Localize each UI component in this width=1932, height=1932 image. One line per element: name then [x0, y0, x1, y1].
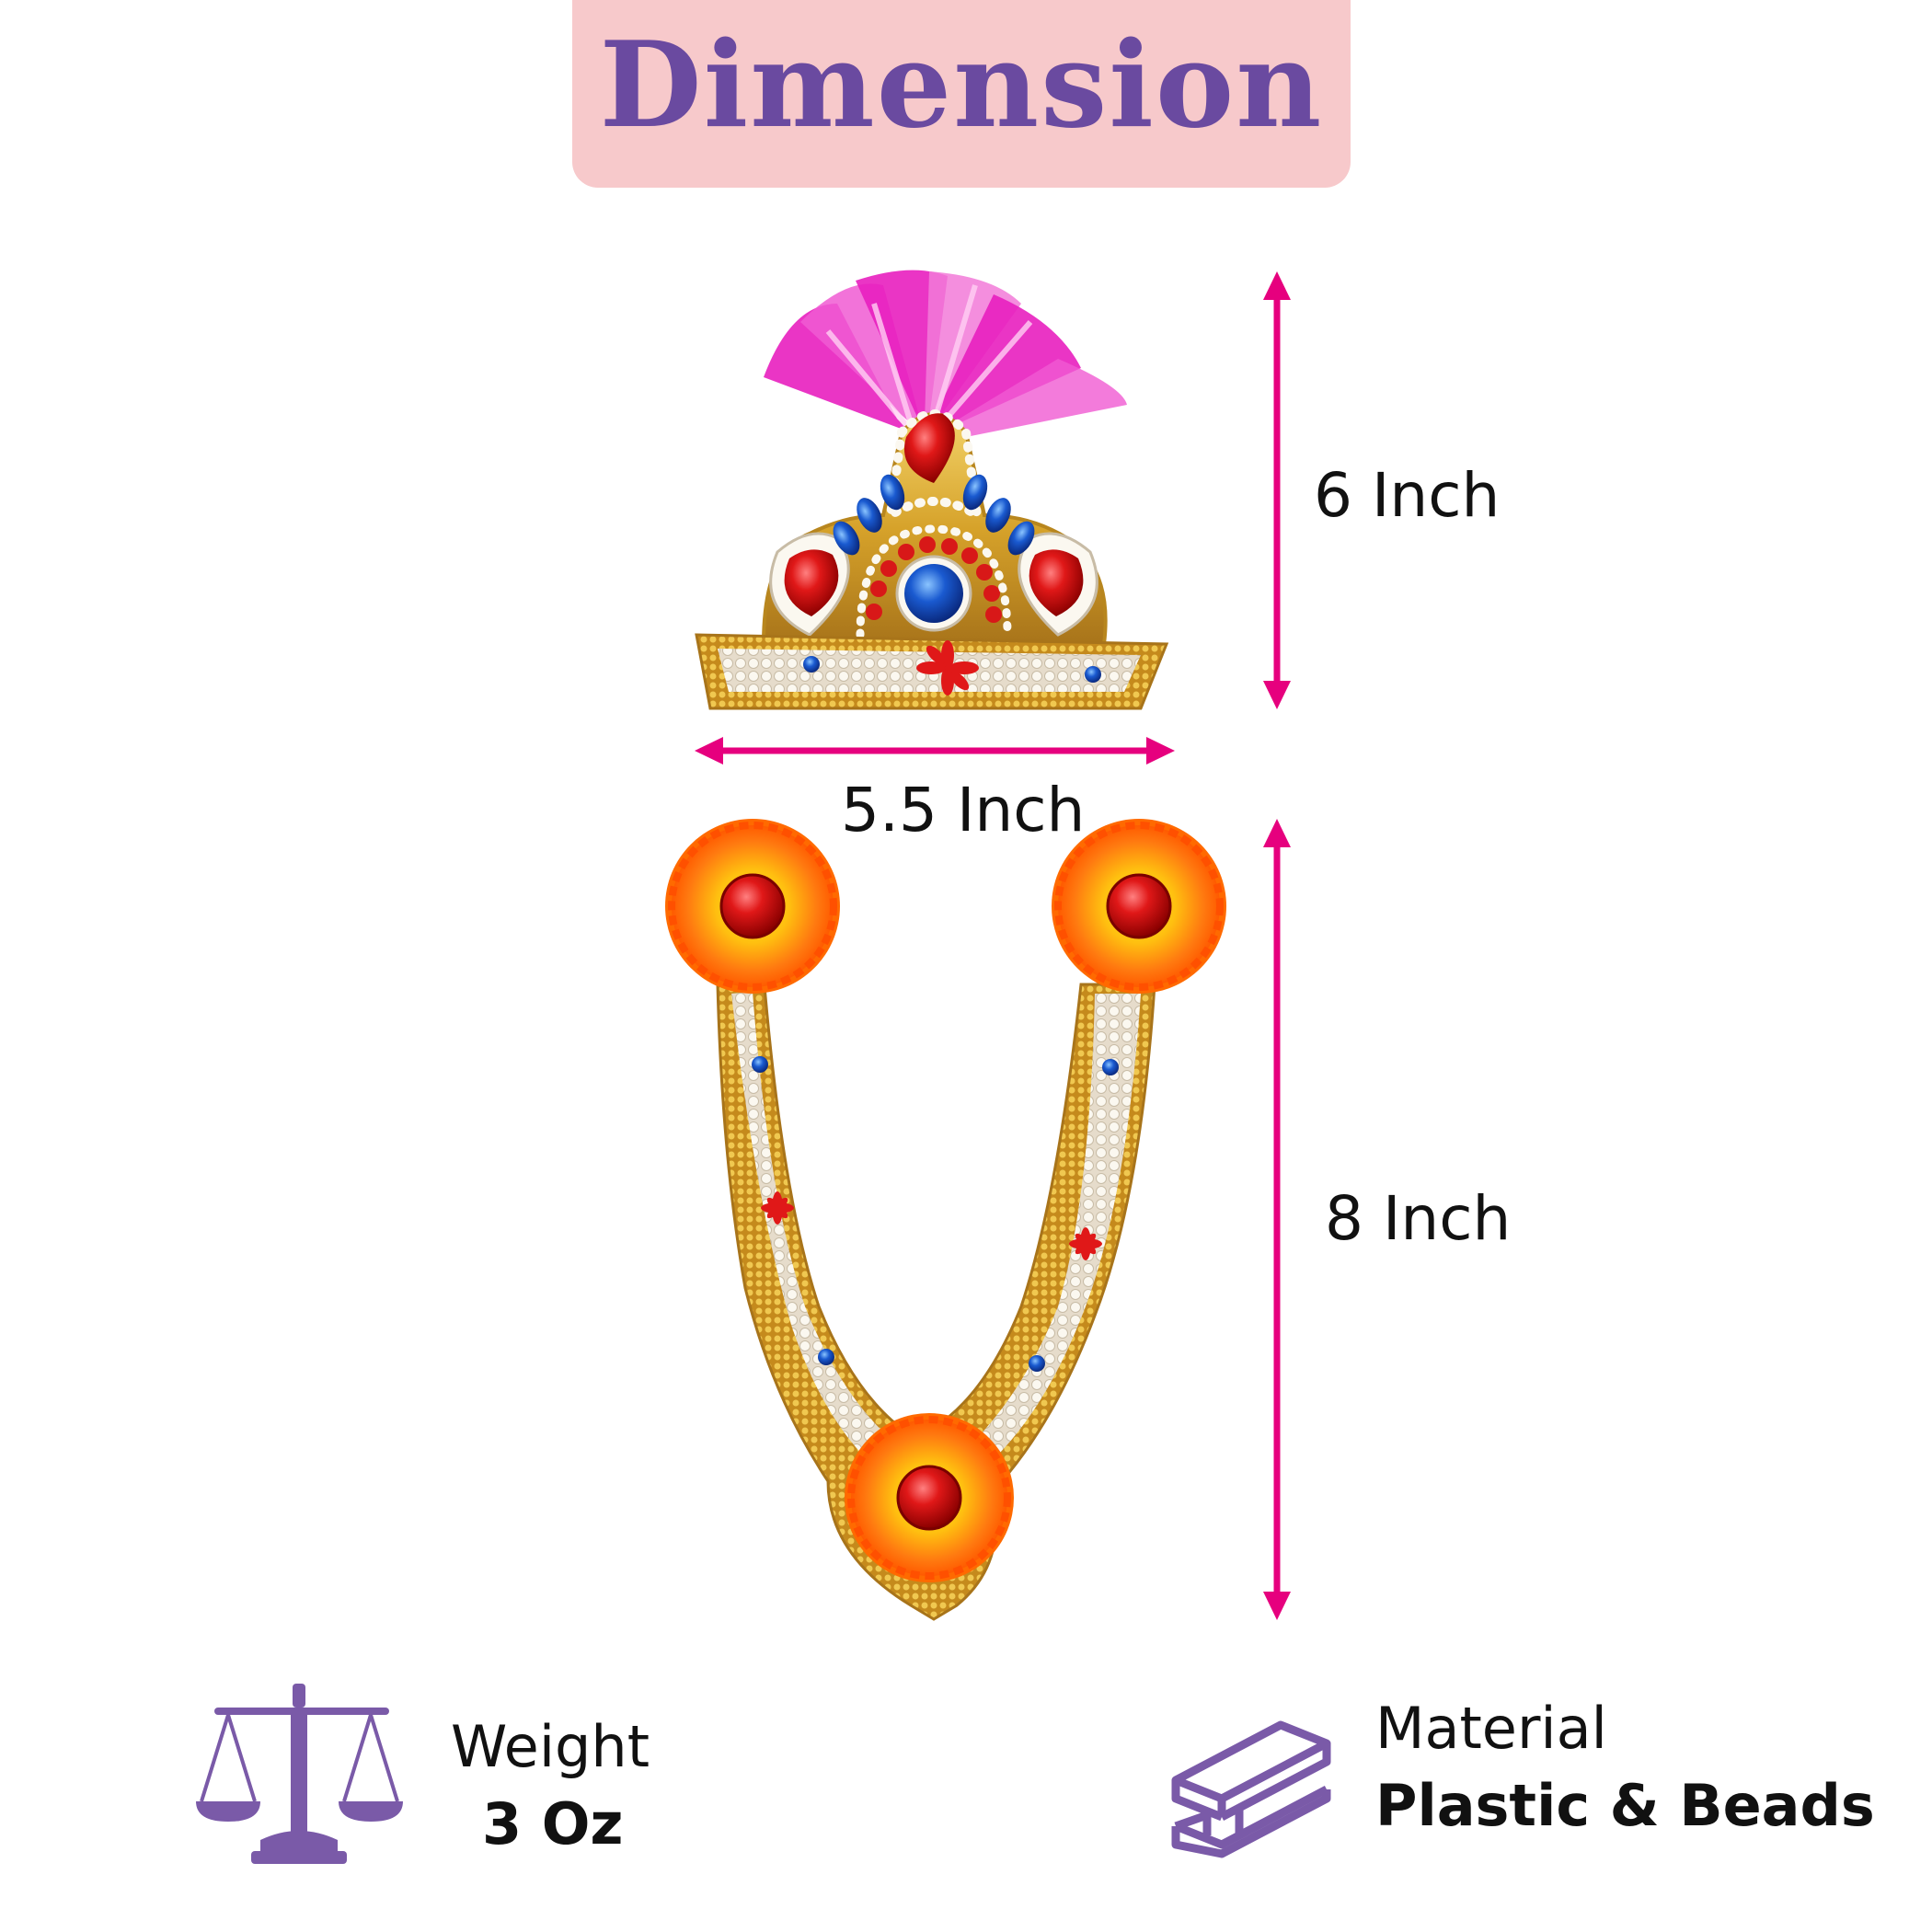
- necklace-flower-top-left: [665, 819, 840, 994]
- necklace-star-right: [1069, 1227, 1102, 1260]
- crown-width-arrow: [695, 737, 1175, 765]
- page-title: Dimension: [599, 17, 1324, 155]
- necklace-star-left: [761, 1191, 794, 1225]
- necklace: [665, 819, 1226, 1621]
- i-beam-icon: [1171, 1720, 1331, 1858]
- title-banner: Dimension: [572, 0, 1351, 188]
- weight-value: 3 Oz: [482, 1790, 624, 1857]
- necklace-flower-top-right: [1052, 819, 1226, 994]
- crown: [695, 270, 1169, 710]
- crown-height-label: 6 Inch: [1314, 460, 1501, 531]
- necklace-height-label: 8 Inch: [1325, 1183, 1512, 1254]
- crown-height-arrow: [1263, 271, 1291, 709]
- material-label: Material: [1375, 1695, 1607, 1762]
- necklace-height-arrow: [1263, 819, 1291, 1620]
- material-value: Plastic & Beads: [1375, 1772, 1875, 1839]
- crown-width-label: 5.5 Inch: [841, 775, 1086, 845]
- necklace-flower-bottom: [845, 1413, 1014, 1582]
- crown-feather: [764, 270, 1127, 442]
- weight-label: Weight: [451, 1713, 650, 1780]
- scale-icon: [196, 1684, 403, 1864]
